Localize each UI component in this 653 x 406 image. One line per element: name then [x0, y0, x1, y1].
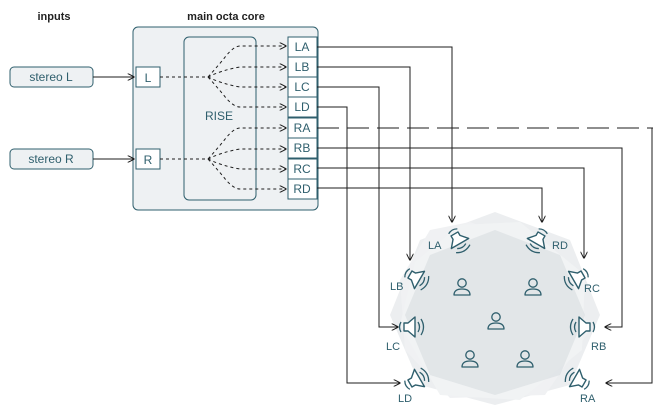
input-stereo-r[interactable]: stereo R: [9, 148, 94, 170]
speaker-ra: RA: [561, 364, 596, 405]
svg-text:RD: RD: [552, 240, 568, 252]
right-speaker-wires: [317, 127, 653, 383]
output-port-la: LA: [295, 40, 310, 54]
speaker-rc: RC: [560, 262, 600, 295]
input-stereo-r-label: stereo R: [28, 152, 74, 166]
output-port-rb: RB: [294, 141, 311, 155]
speaker-la: LA: [428, 224, 474, 257]
rise-label: RISE: [205, 109, 233, 123]
output-port-rd: RD: [293, 182, 311, 196]
svg-text:RB: RB: [591, 341, 606, 353]
output-port-lc: LC: [294, 80, 310, 94]
output-port-lb: LB: [295, 60, 310, 74]
core-port-l-label: L: [145, 71, 152, 85]
speaker-lb: LB: [390, 262, 433, 294]
speaker-rb: RB: [569, 316, 606, 353]
left-speaker-wires: [317, 46, 452, 383]
svg-text:LB: LB: [390, 281, 403, 293]
input-stereo-l-label: stereo L: [29, 70, 73, 84]
output-port-rc: RC: [293, 162, 311, 176]
output-port-ra: RA: [294, 121, 311, 135]
input-stereo-l[interactable]: stereo L: [9, 66, 94, 88]
rise-block: [183, 36, 257, 201]
svg-text:RA: RA: [580, 393, 596, 405]
svg-text:LD: LD: [398, 393, 412, 405]
inputs-header: inputs: [38, 11, 71, 23]
speaker-ld: LD: [398, 364, 433, 405]
speaker-lc: LC: [386, 316, 425, 353]
svg-text:RC: RC: [584, 283, 600, 295]
main-octa-core: [132, 26, 319, 211]
core-port-r-label: R: [144, 153, 153, 167]
output-ports: [287, 36, 318, 200]
internal-routing: [160, 46, 286, 189]
output-port-ld: LD: [294, 100, 310, 114]
svg-text:LC: LC: [386, 341, 400, 353]
svg-text:LA: LA: [428, 240, 442, 252]
speaker-rd: RD: [522, 224, 568, 257]
core-header: main octa core: [187, 11, 265, 23]
